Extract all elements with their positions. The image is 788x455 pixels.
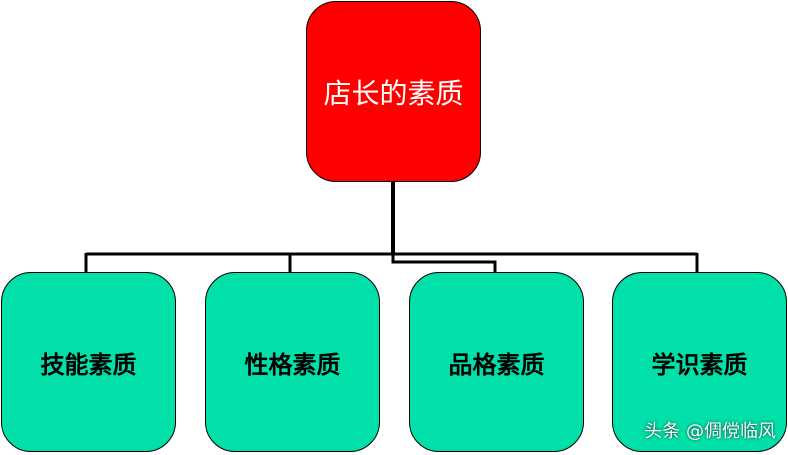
child-node-label: 性格素质 [244, 349, 341, 379]
child-node-knowledge-qualities[interactable]: 学识素质 [612, 272, 787, 452]
child-node-label: 技能素质 [40, 349, 137, 379]
drop-line-2 [391, 253, 497, 272]
root-node-label: 店长的素质 [323, 76, 464, 110]
root-node-store-manager-qualities[interactable]: 店长的素质 [306, 1, 481, 182]
child-node-label: 学识素质 [651, 349, 748, 379]
child-node-label: 品格素质 [448, 349, 545, 379]
watermark-text: 头条 @倜傥临风 [644, 421, 776, 442]
child-node-personality-qualities[interactable]: 性格素质 [205, 272, 380, 452]
child-node-skill-qualities[interactable]: 技能素质 [1, 272, 176, 452]
child-node-character-qualities[interactable]: 品格素质 [409, 272, 584, 452]
